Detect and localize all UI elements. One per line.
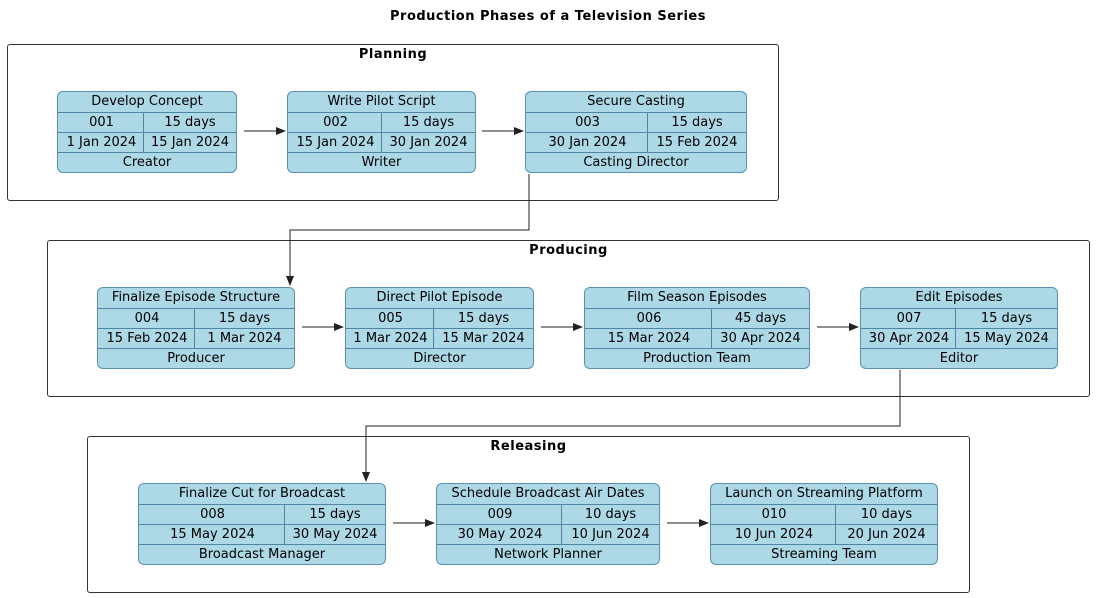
- task-owner: Writer: [288, 152, 475, 172]
- task-start: 10 Jun 2024: [734, 527, 814, 542]
- task-start: 15 Feb 2024: [106, 331, 188, 346]
- task-node[interactable]: Direct Pilot Episode 005 15 days 1 Mar 20…: [345, 287, 534, 369]
- task-duration: 15 days: [284, 505, 385, 525]
- task-owner: Network Planner: [437, 544, 659, 564]
- task-duration: 15 days: [955, 309, 1057, 329]
- task-name: Schedule Broadcast Air Dates: [451, 486, 645, 501]
- task-node[interactable]: Edit Episodes 007 15 days 30 Apr 2024 15 M…: [860, 287, 1058, 369]
- task-id: 005: [378, 311, 403, 326]
- task-name: Develop Concept: [91, 94, 203, 109]
- task-name: Edit Episodes: [915, 290, 1003, 305]
- task-duration: 10 days: [835, 505, 937, 525]
- task-owner: Producer: [98, 348, 294, 368]
- task-duration: 15 days: [647, 113, 746, 133]
- task-owner: Editor: [861, 348, 1057, 368]
- task-duration: 15 days: [143, 113, 236, 133]
- task-node[interactable]: Finalize Episode Structure 004 15 days 15…: [97, 287, 295, 369]
- diagram-title: Production Phases of a Television Series: [390, 9, 706, 24]
- task-name: Secure Casting: [587, 94, 685, 109]
- task-start: 30 May 2024: [457, 527, 543, 542]
- group-label: Producing: [529, 243, 608, 258]
- task-end: 30 Apr 2024: [711, 329, 809, 349]
- task-name: Finalize Cut for Broadcast: [178, 486, 346, 501]
- task-owner: Broadcast Manager: [139, 544, 385, 564]
- task-id: 010: [761, 507, 787, 522]
- task-id: 001: [89, 115, 114, 130]
- task-name: Film Season Episodes: [627, 290, 767, 305]
- edge-007-008: [362, 370, 901, 482]
- task-id: 008: [200, 507, 225, 522]
- task-end: 20 Jun 2024: [835, 525, 937, 545]
- task-node[interactable]: Finalize Cut for Broadcast 008 15 days 15…: [138, 483, 386, 565]
- task-start: 15 Mar 2024: [607, 331, 691, 346]
- task-start: 1 Mar 2024: [353, 331, 428, 346]
- task-start: 30 Apr 2024: [868, 331, 950, 346]
- task-id: 009: [487, 507, 513, 522]
- task-name: Direct Pilot Episode: [376, 290, 503, 305]
- task-owner: Creator: [58, 152, 236, 172]
- task-duration: 15 days: [381, 113, 475, 133]
- task-end: 15 Mar 2024: [433, 329, 533, 349]
- task-name: Write Pilot Script: [327, 94, 436, 109]
- task-end: 10 Jun 2024: [561, 525, 659, 545]
- task-owner: Director: [346, 348, 533, 368]
- task-id: 004: [134, 311, 160, 326]
- task-end: 15 May 2024: [955, 329, 1057, 349]
- edge-003-004: [286, 174, 530, 286]
- task-start: 15 May 2024: [170, 527, 255, 542]
- task-node[interactable]: Develop Concept 001 15 days 1 Jan 2024 15 …: [57, 91, 237, 173]
- task-node[interactable]: Film Season Episodes 006 45 days 15 Mar 2…: [584, 287, 810, 369]
- task-owner: Streaming Team: [711, 544, 937, 564]
- task-end: 30 May 2024: [284, 525, 385, 545]
- task-end: 15 Feb 2024: [647, 133, 746, 153]
- task-name: Launch on Streaming Platform: [725, 486, 923, 501]
- task-id: 007: [896, 311, 922, 326]
- task-duration: 15 days: [433, 309, 533, 329]
- task-id: 003: [575, 115, 600, 130]
- task-start: 15 Jan 2024: [296, 135, 375, 150]
- task-end: 15 Jan 2024: [143, 133, 236, 153]
- task-start: 1 Jan 2024: [66, 135, 137, 150]
- task-id: 002: [323, 115, 348, 130]
- task-name: Finalize Episode Structure: [111, 290, 281, 305]
- task-end: 30 Jan 2024: [381, 133, 475, 153]
- task-duration: 15 days: [194, 309, 294, 329]
- task-id: 006: [636, 311, 662, 326]
- task-duration: 45 days: [711, 309, 809, 329]
- task-start: 30 Jan 2024: [548, 135, 627, 150]
- task-duration: 10 days: [561, 505, 659, 525]
- task-owner: Casting Director: [526, 152, 746, 172]
- group-label: Planning: [358, 47, 428, 62]
- task-owner: Production Team: [585, 348, 809, 368]
- task-node[interactable]: Write Pilot Script 002 15 days 15 Jan 202…: [287, 91, 476, 173]
- task-node[interactable]: Secure Casting 003 15 days 30 Jan 2024 15 …: [525, 91, 747, 173]
- group-label: Releasing: [490, 439, 567, 454]
- task-end: 1 Mar 2024: [194, 329, 294, 349]
